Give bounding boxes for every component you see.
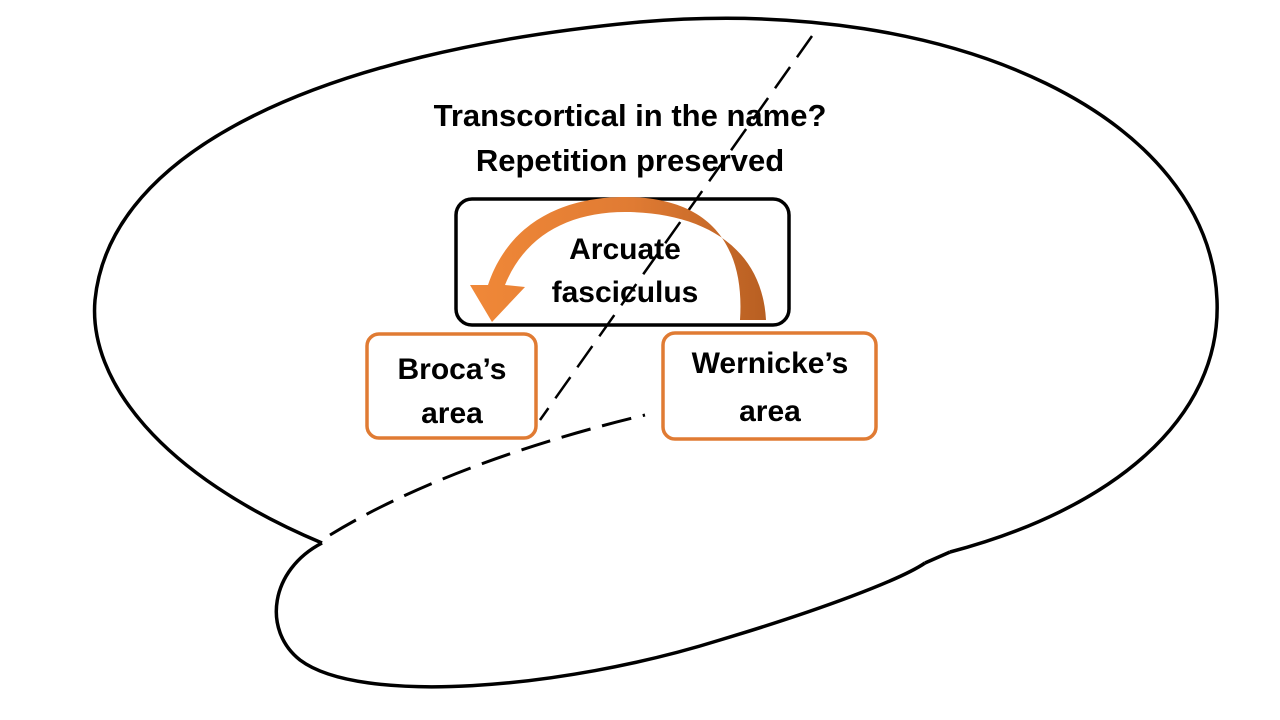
wernicke-area-box — [661, 331, 878, 441]
broca-label-line2: area — [421, 397, 483, 430]
temporal-lobe-tip — [924, 550, 951, 565]
broca-area-box — [365, 332, 538, 440]
wernicke-label-line1: Wernicke’s — [691, 347, 849, 380]
broca-label-line1: Broca’s — [397, 353, 507, 386]
temporal-lobe-outline — [274, 541, 926, 689]
wernicke-label-line2: area — [739, 395, 801, 428]
arcuate-arrow — [470, 197, 766, 322]
heading-rule: Repetition preserved — [475, 143, 785, 178]
central-sulcus-dashed — [538, 35, 814, 421]
sylvian-fissure-dashed — [329, 413, 646, 537]
arcuate-label-line2: fasciculus — [551, 276, 699, 309]
arcuate-label-line1: Arcuate — [569, 233, 681, 266]
cerebrum-outline — [92, 16, 1219, 554]
heading-question: Transcortical in the name? — [433, 98, 827, 133]
